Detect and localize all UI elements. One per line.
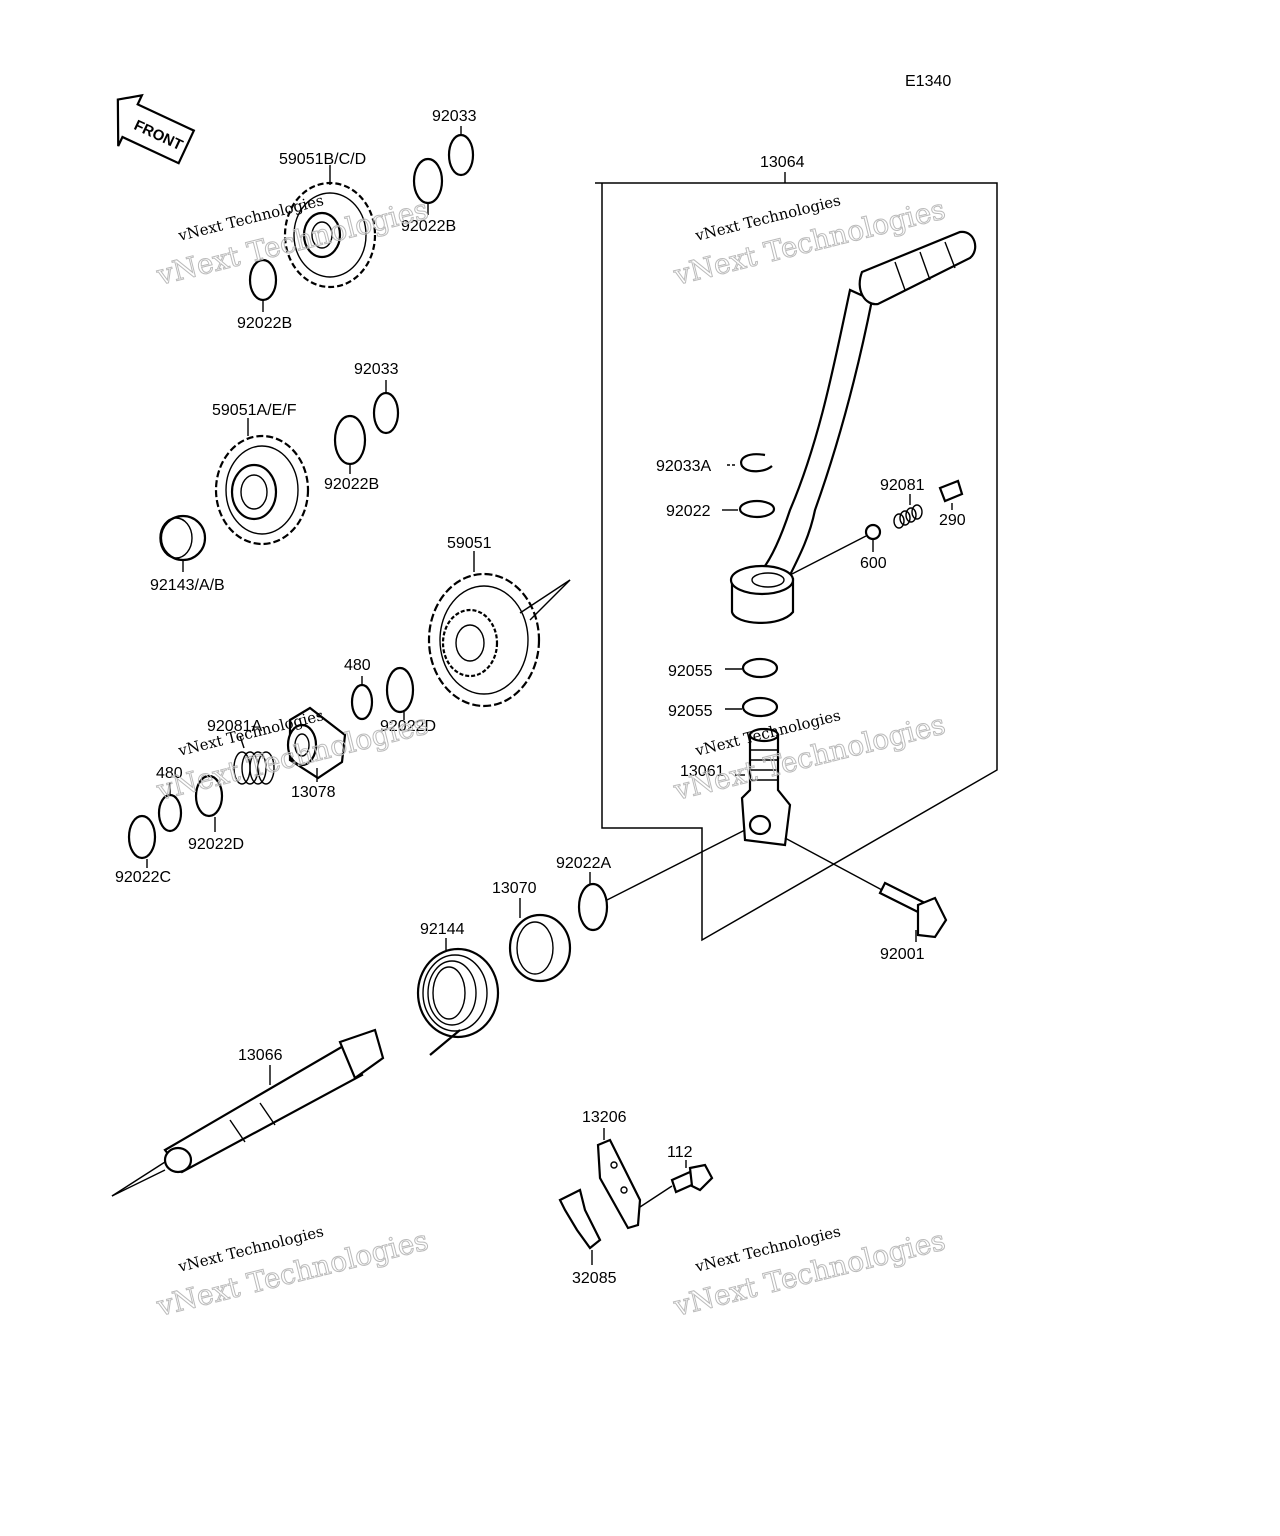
- label-92022b-b: 92022B: [237, 315, 292, 332]
- label-13206: 13206: [582, 1109, 627, 1126]
- gear-59051bcd: [283, 181, 377, 289]
- spring-92081a: [233, 751, 275, 785]
- gear-59051aef: [214, 434, 310, 546]
- diagram-code: E1340: [905, 73, 951, 90]
- spring-92144: [416, 947, 500, 1056]
- lever-13061: [740, 727, 792, 847]
- label-92144: 92144: [420, 921, 465, 938]
- watermark-5: vNext Technologies vNext Technologies: [152, 1222, 432, 1323]
- bearing-92143: [159, 514, 207, 562]
- circlip-480-a: [350, 683, 374, 721]
- label-13064: 13064: [760, 154, 805, 171]
- label-92022a: 92022A: [556, 855, 611, 872]
- label-13078: 13078: [291, 784, 336, 801]
- label-92022b-c: 92022B: [324, 476, 379, 493]
- label-92022: 92022: [666, 503, 711, 520]
- ring-92022d-a: [385, 666, 415, 714]
- circlip-92033-a: [447, 133, 475, 177]
- watermark-6: vNext Technologies vNext Technologies: [669, 1222, 949, 1323]
- ring-92022d-b: [194, 774, 224, 818]
- label-92033-top: 92033: [432, 108, 477, 125]
- front-arrow-icon: FRONT: [116, 93, 196, 165]
- label-92022b-a: 92022B: [401, 218, 456, 235]
- label-13066: 13066: [238, 1047, 283, 1064]
- ring-92022: [738, 499, 776, 519]
- label-480-b: 480: [156, 765, 183, 782]
- label-92022d-b: 92022D: [188, 836, 244, 853]
- circlip-92033-b: [372, 391, 400, 435]
- gear-59051: [427, 572, 541, 708]
- ring-92022b-a: [412, 157, 444, 205]
- label-92081: 92081: [880, 477, 925, 494]
- ring-92022b-c: [333, 414, 367, 466]
- label-112: 112: [667, 1144, 693, 1161]
- label-92022c: 92022C: [115, 869, 171, 886]
- collar-13070: [508, 913, 572, 983]
- label-59051: 59051: [447, 535, 492, 552]
- clip-92033a: [740, 453, 773, 473]
- label-92055-a: 92055: [668, 663, 713, 680]
- shaft-13066: [163, 1028, 385, 1174]
- bolt-92001: [878, 881, 948, 939]
- label-290: 290: [939, 512, 966, 529]
- watermark-4: vNext Technologies vNext Technologies: [669, 706, 949, 807]
- kick-pedal-13064: [729, 230, 977, 624]
- ring-92022a: [577, 882, 609, 932]
- label-92081a: 92081A: [207, 718, 262, 735]
- o-ring-92055-b: [741, 696, 779, 718]
- spring-92081: [893, 504, 923, 529]
- plate-13206: [596, 1138, 642, 1230]
- label-92001: 92001: [880, 946, 925, 963]
- ring-92022c: [127, 814, 157, 860]
- plug-290: [938, 479, 964, 503]
- bolt-112: [670, 1163, 714, 1194]
- label-480-a: 480: [344, 657, 371, 674]
- label-92033-mid: 92033: [354, 361, 399, 378]
- label-13061: 13061: [680, 763, 725, 780]
- label-59051aef: 59051A/E/F: [212, 402, 297, 419]
- label-92033a: 92033A: [656, 458, 711, 475]
- label-92143: 92143/A/B: [150, 577, 225, 594]
- ratchet-13078: [286, 706, 347, 780]
- label-92022d-a: 92022D: [380, 718, 436, 735]
- label-92055-b: 92055: [668, 703, 713, 720]
- o-ring-92055-a: [741, 657, 779, 679]
- label-59051bcd: 59051B/C/D: [279, 151, 366, 168]
- ball-600: [864, 523, 882, 541]
- label-600: 600: [860, 555, 887, 572]
- watermark-1: vNext Technologies vNext Technologies: [152, 191, 432, 292]
- label-13070: 13070: [492, 880, 537, 897]
- label-32085: 32085: [572, 1270, 617, 1287]
- stopper-32085: [558, 1188, 602, 1250]
- assembly-box-13064: [595, 182, 998, 942]
